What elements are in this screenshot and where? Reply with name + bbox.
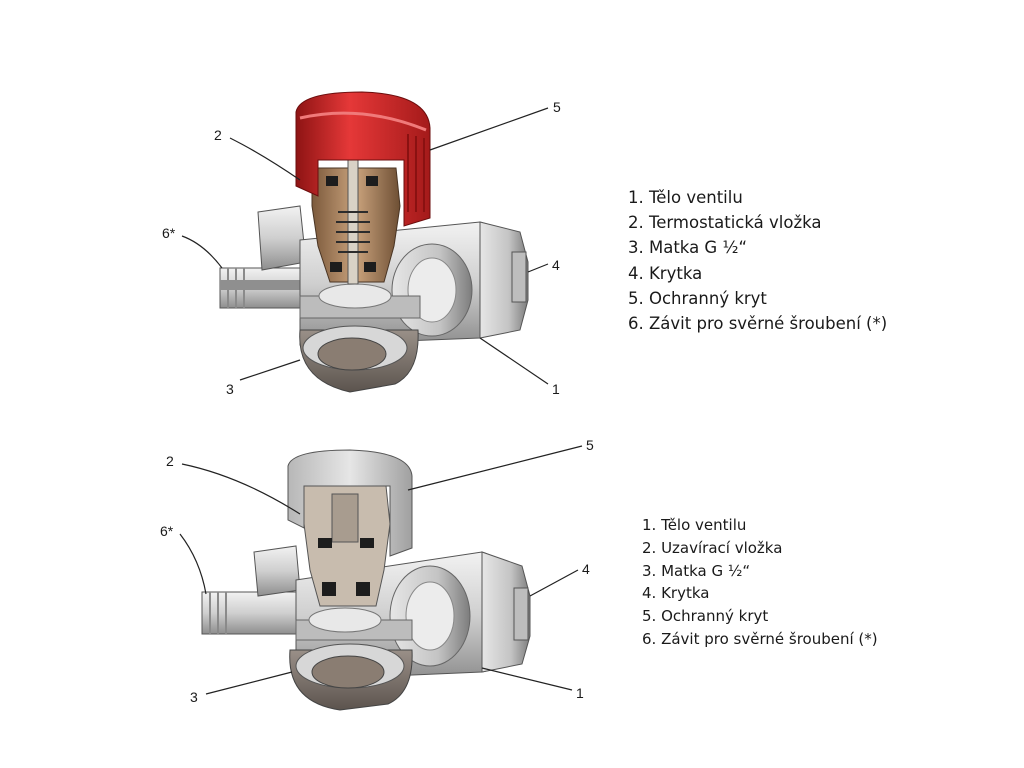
callout-4-bottom: 4 bbox=[582, 561, 590, 577]
collar-bottom bbox=[253, 545, 301, 597]
callout-3-bottom: 3 bbox=[190, 689, 198, 705]
thermostatic-insert bbox=[311, 159, 401, 285]
legend-item-6: 6. Závit pro svěrné šroubení (*) bbox=[642, 629, 878, 648]
callout-1: 1 bbox=[552, 381, 560, 397]
legend-item-1: 1. Tělo ventilu bbox=[628, 188, 743, 207]
union-nut-bottom bbox=[289, 643, 413, 711]
shutoff-valve-drawing bbox=[201, 449, 531, 711]
legend-item-6: 6. Závit pro svěrné šroubení (*) bbox=[628, 314, 888, 334]
callout-6: 6* bbox=[162, 225, 176, 241]
end-cap-bottom bbox=[481, 551, 531, 673]
legend-item-5: 5. Ochranný kryt bbox=[628, 288, 767, 308]
thermostatic-valve-drawing bbox=[219, 91, 529, 393]
callout-3: 3 bbox=[226, 381, 234, 397]
protective-cap-grey bbox=[287, 449, 413, 557]
callout-2-bottom: 2 bbox=[166, 453, 174, 469]
end-cap bbox=[479, 221, 529, 339]
callout-1-bottom: 1 bbox=[576, 685, 584, 701]
protective-cap-red bbox=[295, 91, 431, 227]
legend-shutoff: 1. Tělo ventilu 2. Uzavírací vložka 3. M… bbox=[642, 514, 878, 651]
collar bbox=[257, 205, 307, 271]
legend-item-4: 4. Krytka bbox=[642, 584, 710, 603]
shutoff-insert bbox=[301, 485, 391, 607]
callout-5-bottom: 5 bbox=[586, 437, 594, 453]
callout-6-bottom: 6* bbox=[160, 523, 174, 539]
shutoff-callouts: 5 2 6* 4 1 3 bbox=[160, 437, 594, 705]
union-nut bbox=[299, 325, 419, 393]
callout-5: 5 bbox=[553, 99, 561, 115]
legend-item-1: 1. Tělo ventilu bbox=[642, 516, 747, 534]
callout-4: 4 bbox=[552, 257, 560, 273]
legend-item-2: 2. Uzavírací vložka bbox=[642, 538, 783, 557]
legend-item-2: 2. Termostatická vložka bbox=[628, 213, 822, 233]
legend-item-4: 4. Krytka bbox=[628, 263, 703, 283]
legend-item-5: 5. Ochranný kryt bbox=[642, 607, 769, 626]
legend-thermostatic: 1. Tělo ventilu 2. Termostatická vložka … bbox=[628, 185, 887, 336]
legend-item-3: 3. Matka G ½“ bbox=[642, 561, 751, 580]
thread-inlet bbox=[219, 267, 311, 309]
thread-inlet-bottom bbox=[201, 591, 303, 635]
legend-item-3: 3. Matka G ½“ bbox=[628, 238, 747, 258]
thermostatic-callouts: 5 2 6* 4 1 3 bbox=[162, 99, 561, 397]
callout-2: 2 bbox=[214, 127, 222, 143]
